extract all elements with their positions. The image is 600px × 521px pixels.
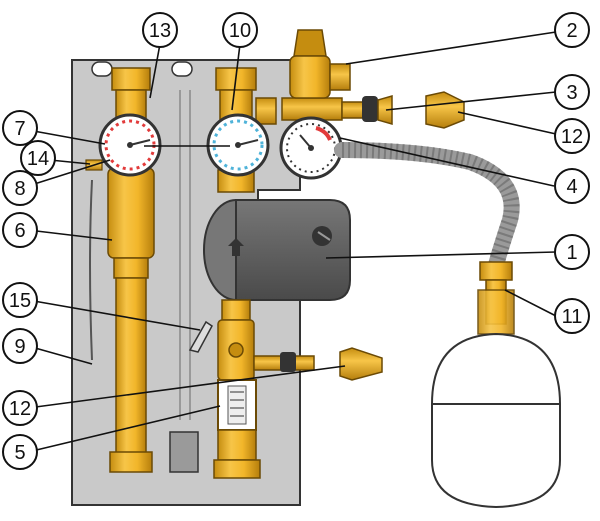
callout-3: 3 [554,74,590,110]
fill-valve-outlet [377,95,393,125]
callout-1: 1 [554,234,590,270]
callout-8-label: 8 [14,178,25,200]
panel-slot [91,61,113,77]
flow-arrow-icon [228,238,244,256]
callout-14: 14 [20,140,56,176]
fill-valve-handle [362,96,378,122]
callout-1-label: 1 [566,242,577,264]
callout-6-label: 6 [14,220,25,242]
leader-lines [27,31,557,453]
pump-lower-union [221,299,251,321]
vessel-connector-nut [479,261,513,281]
callout-11: 11 [554,298,590,334]
callout-2: 2 [554,12,590,48]
left-top-nut [111,67,151,91]
callout-3-label: 3 [566,82,577,104]
callout-4: 4 [554,168,590,204]
flow-meter [217,379,257,431]
insulation-edge [89,179,93,361]
callout-6: 6 [2,212,38,248]
callout-9-label: 9 [14,336,25,358]
callout-15-label: 15 [9,290,31,312]
callout-11-label: 11 [562,306,583,328]
right-bottom-nut [213,459,261,479]
callout-5-label: 5 [14,442,25,464]
callout-7-label: 7 [14,118,25,140]
left-bottom-nut [109,451,153,473]
callout-12-bottom-label: 12 [9,398,31,420]
spare-hose-fitting [425,91,465,129]
callout-12-top-label: 12 [561,126,583,148]
hose-tail-fitting [339,347,383,381]
callout-5: 5 [2,434,38,470]
callout-12-bottom: 12 [2,390,38,426]
temperature-gauge-red [98,113,162,177]
left-union [113,257,149,279]
hose-corrugation [341,142,520,268]
wrench-icon [188,320,213,353]
valve-plug [228,342,244,358]
expansion-vessel [431,332,561,509]
lower-right-pipe [217,429,257,461]
pressure-gauge [279,116,343,180]
callout-8: 8 [2,170,38,206]
circulation-pump [203,199,351,301]
ball-valve-handle [280,352,296,372]
callout-9: 9 [2,328,38,364]
callout-13: 13 [142,12,178,48]
callout-14-label: 14 [27,148,49,170]
right-side-port [255,97,277,125]
left-pipe-lower [115,277,147,459]
callout-13-label: 13 [149,20,171,42]
callout-12-top: 12 [554,118,590,154]
panel-bracket [169,431,199,473]
callout-2-label: 2 [566,20,577,42]
callout-10-label: 10 [229,20,251,42]
callout-15: 15 [2,282,38,318]
callout-10: 10 [222,12,258,48]
temperature-gauge-blue [206,113,270,177]
safety-valve [289,29,351,99]
panel-slot [171,61,193,77]
callout-7: 7 [2,110,38,146]
check-valve-body [107,167,155,259]
callout-4-label: 4 [566,176,577,198]
vessel-valve-body [477,289,515,335]
